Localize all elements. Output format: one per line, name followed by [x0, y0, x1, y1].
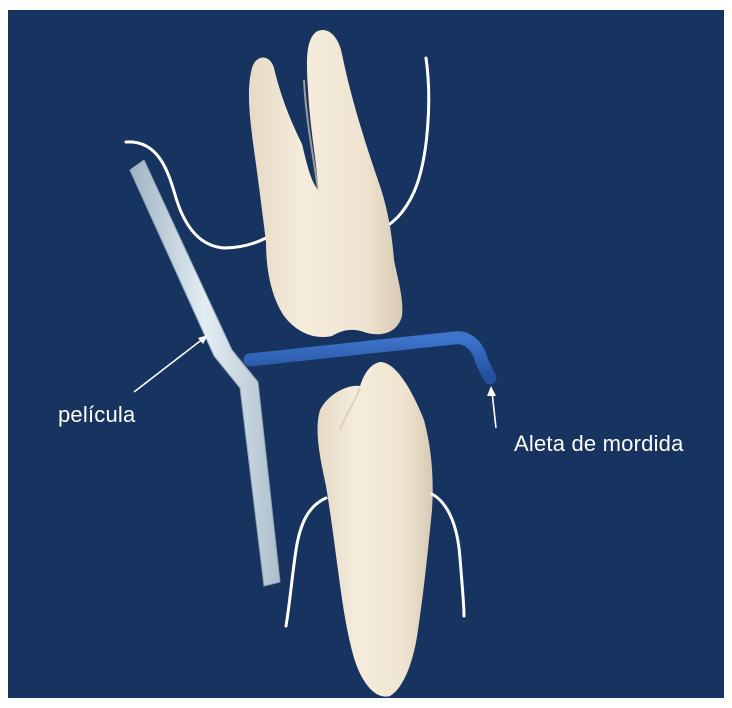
dental-xray-diagram [8, 10, 724, 698]
x-ray-film-strip [130, 160, 280, 586]
film-pointer-arrow [134, 335, 208, 392]
molar-tooth-icon [249, 30, 402, 337]
bite-tab-pointer-arrow [487, 386, 496, 428]
film-label: película [58, 402, 135, 428]
upper-gum-line-right [380, 58, 429, 230]
lower-gum-line-left [286, 498, 326, 626]
diagram-canvas: película Aleta de mordida [8, 10, 724, 698]
premolar-tooth-icon [318, 362, 433, 697]
bite-tab-label: Aleta de mordida [514, 431, 684, 457]
lower-gum-line-right [432, 494, 464, 616]
